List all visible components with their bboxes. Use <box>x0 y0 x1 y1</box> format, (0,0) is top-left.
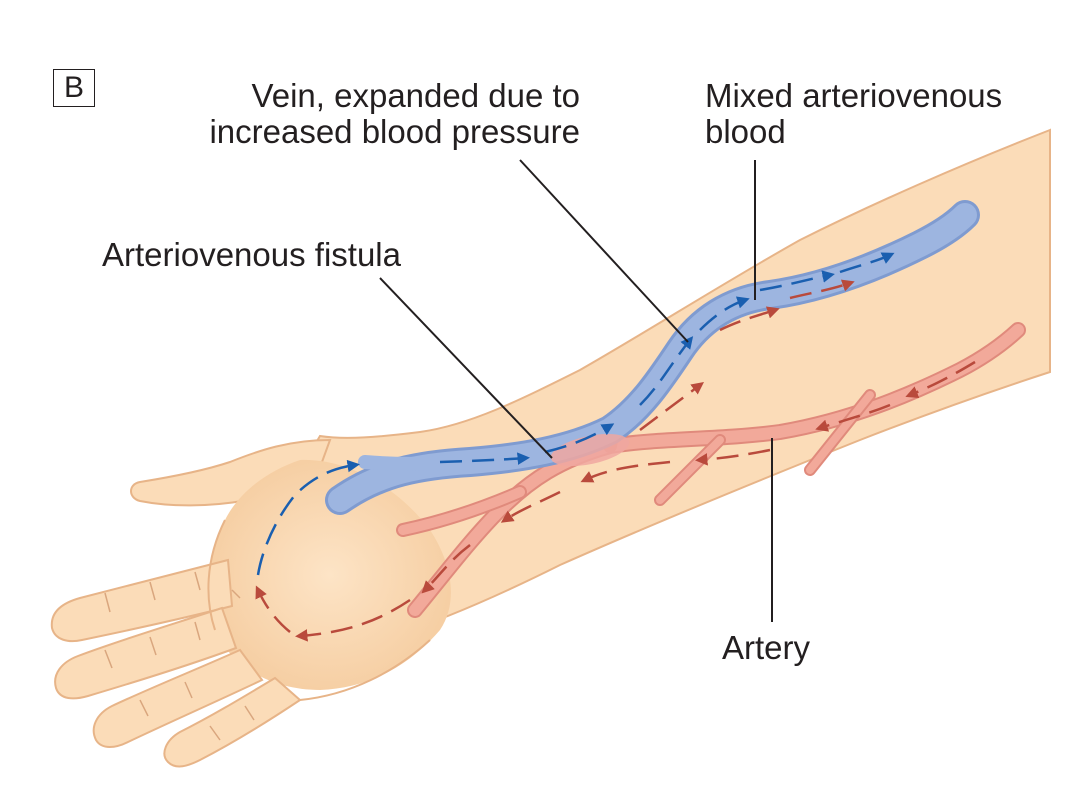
arrow-icon-red <box>639 381 704 432</box>
arrow-icon-blue <box>839 252 895 274</box>
arrow-icon-red <box>295 598 411 642</box>
arrow-icon-red <box>789 279 855 300</box>
label-artery: Artery <box>722 629 811 666</box>
finger-creases <box>104 571 255 741</box>
leader-lines <box>379 159 773 622</box>
arrow-icon-blue <box>544 423 615 454</box>
arrow-icon-red <box>695 448 771 466</box>
finger-ring <box>92 648 264 748</box>
arrow-icon-red <box>719 306 780 332</box>
label-mixed-line1: Mixed arteriovenous <box>705 77 1003 114</box>
arrow-icon-red <box>815 403 891 432</box>
fistula-junction <box>550 433 630 467</box>
vein-branch-thumb <box>358 455 457 471</box>
finger-little <box>163 676 302 768</box>
finger-index <box>50 558 234 643</box>
arrow-icon-red <box>905 360 976 399</box>
finger-middle <box>54 606 238 700</box>
arrow-icon-blue <box>699 296 750 331</box>
label-vein-expanded: Vein, expanded due to increased blood pr… <box>162 78 580 150</box>
artery-flow-arrows <box>255 279 976 642</box>
label-fistula: Arteriovenous fistula <box>102 236 401 273</box>
palm-outline <box>207 519 431 701</box>
leader-vein <box>519 159 689 343</box>
arrow-icon-blue <box>639 336 694 406</box>
arrow-icon-red <box>421 544 471 594</box>
label-mixed-blood: Mixed arteriovenous blood <box>705 78 1002 150</box>
panel-letter: B <box>53 69 95 107</box>
arrow-icon-red <box>255 585 291 633</box>
palm <box>208 459 451 690</box>
leader-fistula <box>379 277 553 459</box>
arrow-icon-red <box>500 490 561 523</box>
label-vein-line2: increased blood pressure <box>209 113 580 150</box>
label-mixed-line2: blood <box>705 113 786 150</box>
arrow-icon-blue <box>759 270 835 292</box>
label-vein-line1: Vein, expanded due to <box>251 77 580 114</box>
arrow-icon-blue <box>256 459 360 576</box>
vein-flow-arrows <box>256 252 895 576</box>
arrow-icon-red <box>580 460 671 483</box>
arrow-icon-blue <box>439 452 530 465</box>
